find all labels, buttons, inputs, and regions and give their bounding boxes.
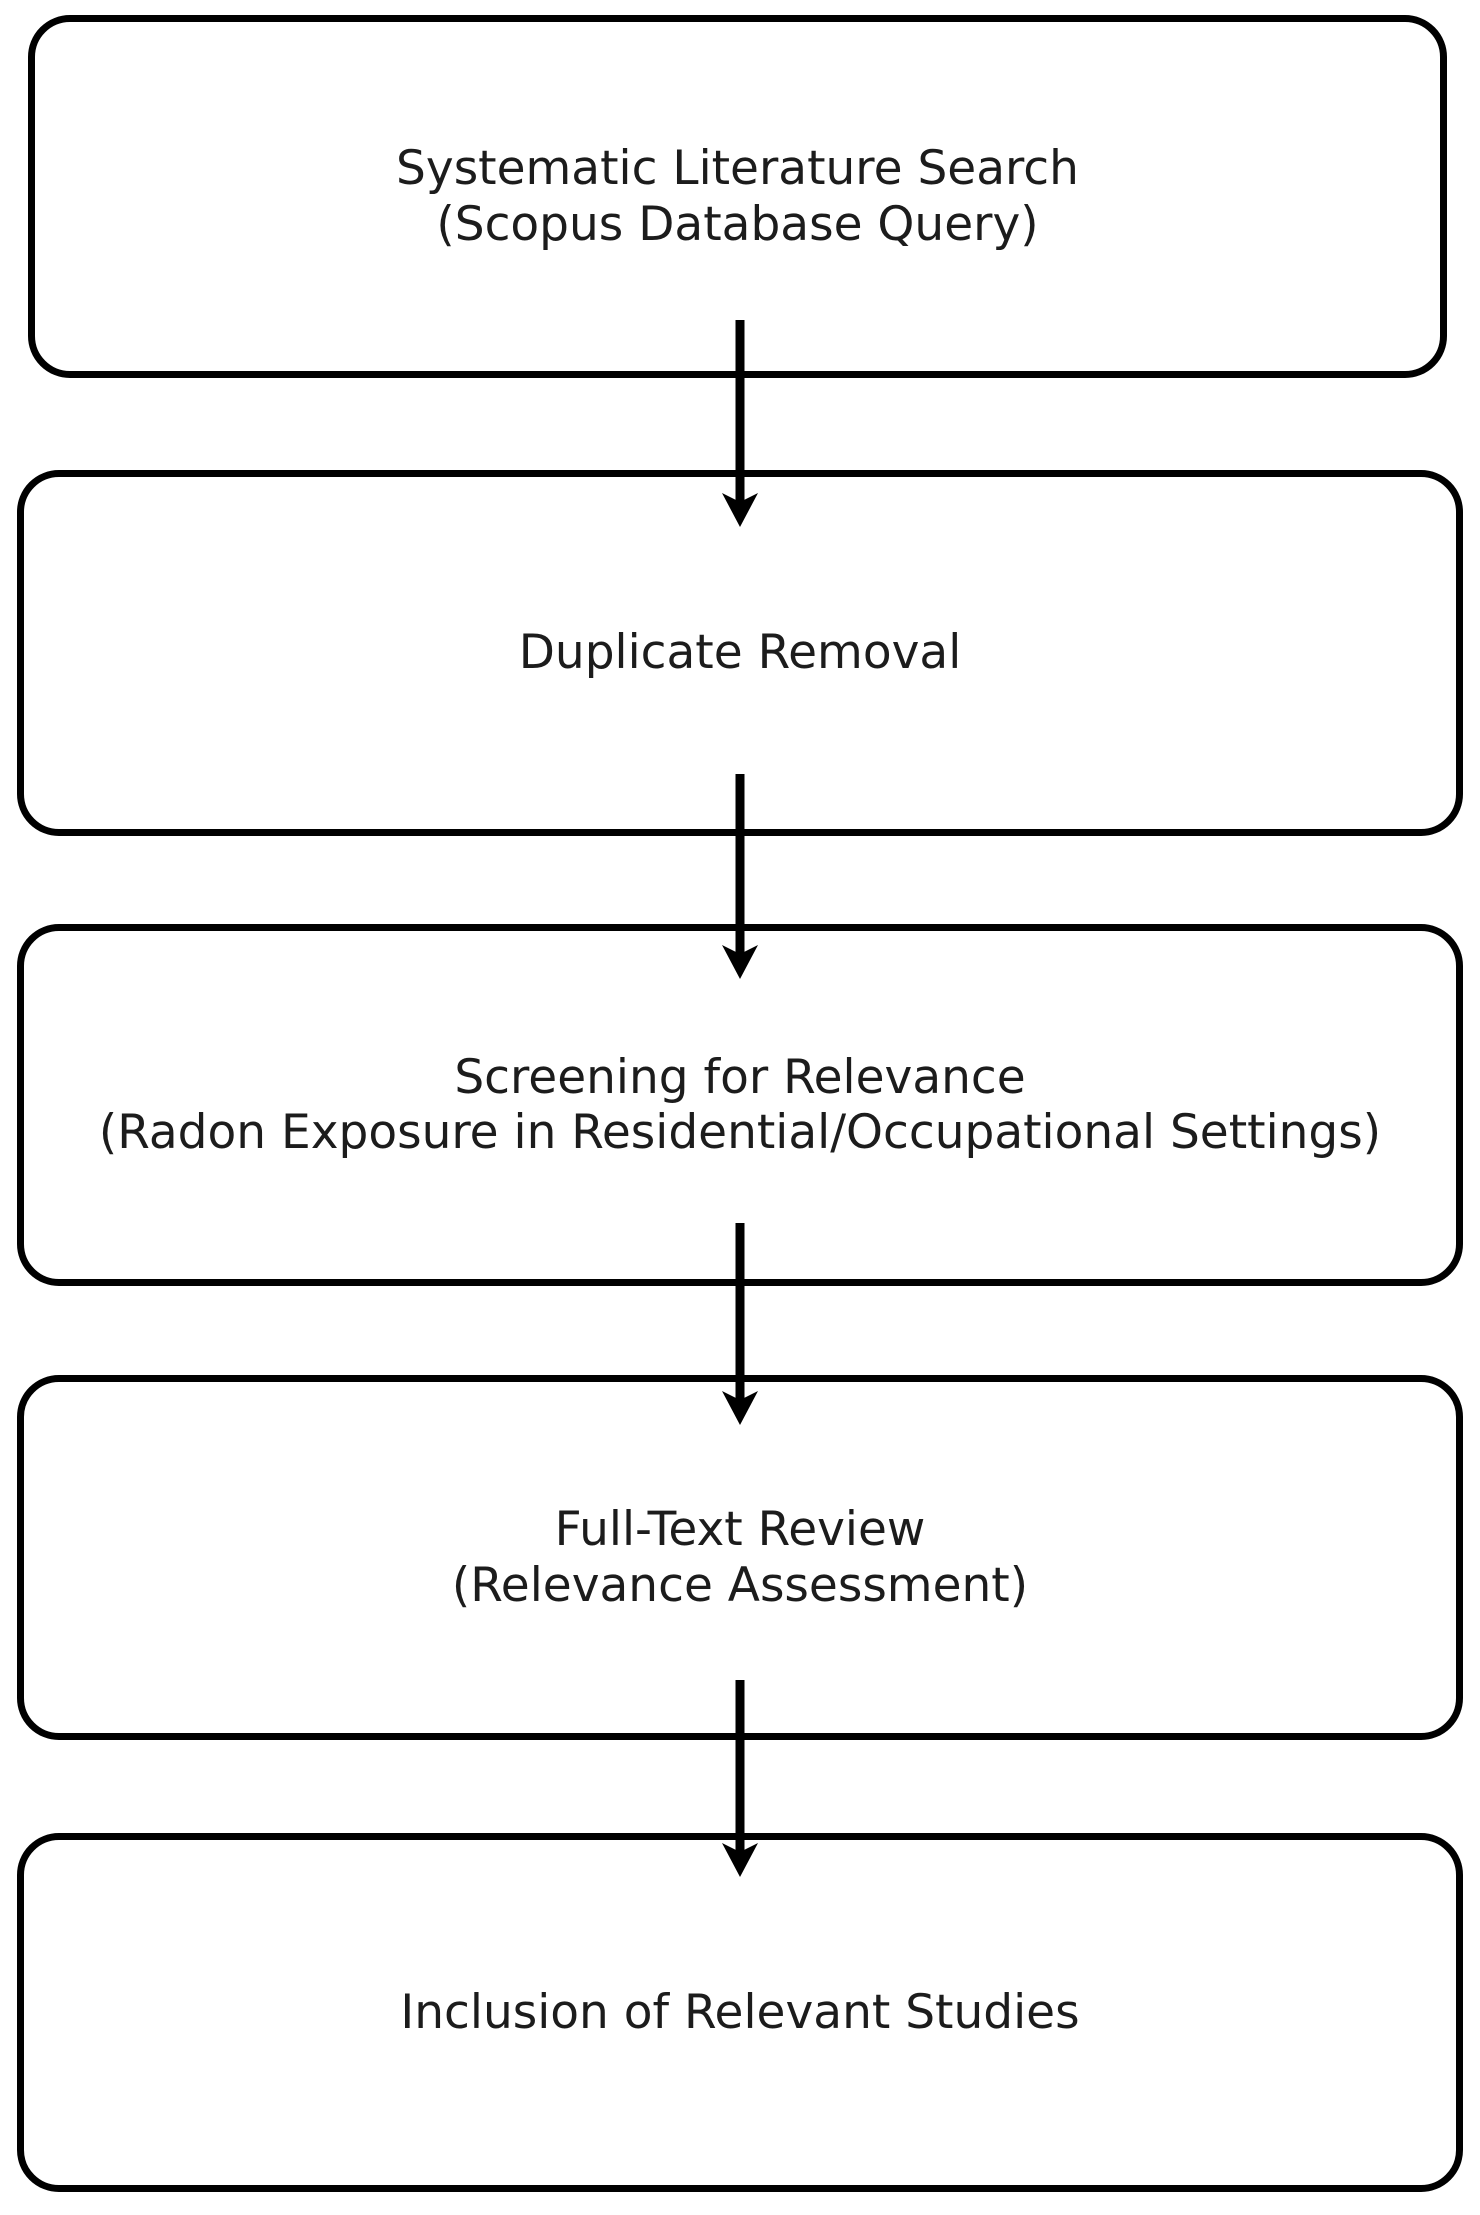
node-label: Systematic Literature Search (Scopus Dat…	[396, 141, 1079, 252]
node-label: Screening for Relevance (Radon Exposure …	[98, 1049, 1382, 1160]
node-label: Inclusion of Relevant Studies	[400, 1984, 1080, 2040]
flow-node-duplicate-removal: Duplicate Removal	[17, 470, 1463, 836]
flow-node-systematic-search: Systematic Literature Search (Scopus Dat…	[28, 15, 1447, 378]
flow-node-inclusion: Inclusion of Relevant Studies	[17, 1833, 1463, 2192]
flow-node-screening: Screening for Relevance (Radon Exposure …	[17, 924, 1463, 1286]
node-label: Duplicate Removal	[518, 625, 962, 681]
node-label: Full-Text Review (Relevance Assessment)	[451, 1502, 1029, 1613]
flow-node-fulltext-review: Full-Text Review (Relevance Assessment)	[17, 1375, 1463, 1740]
